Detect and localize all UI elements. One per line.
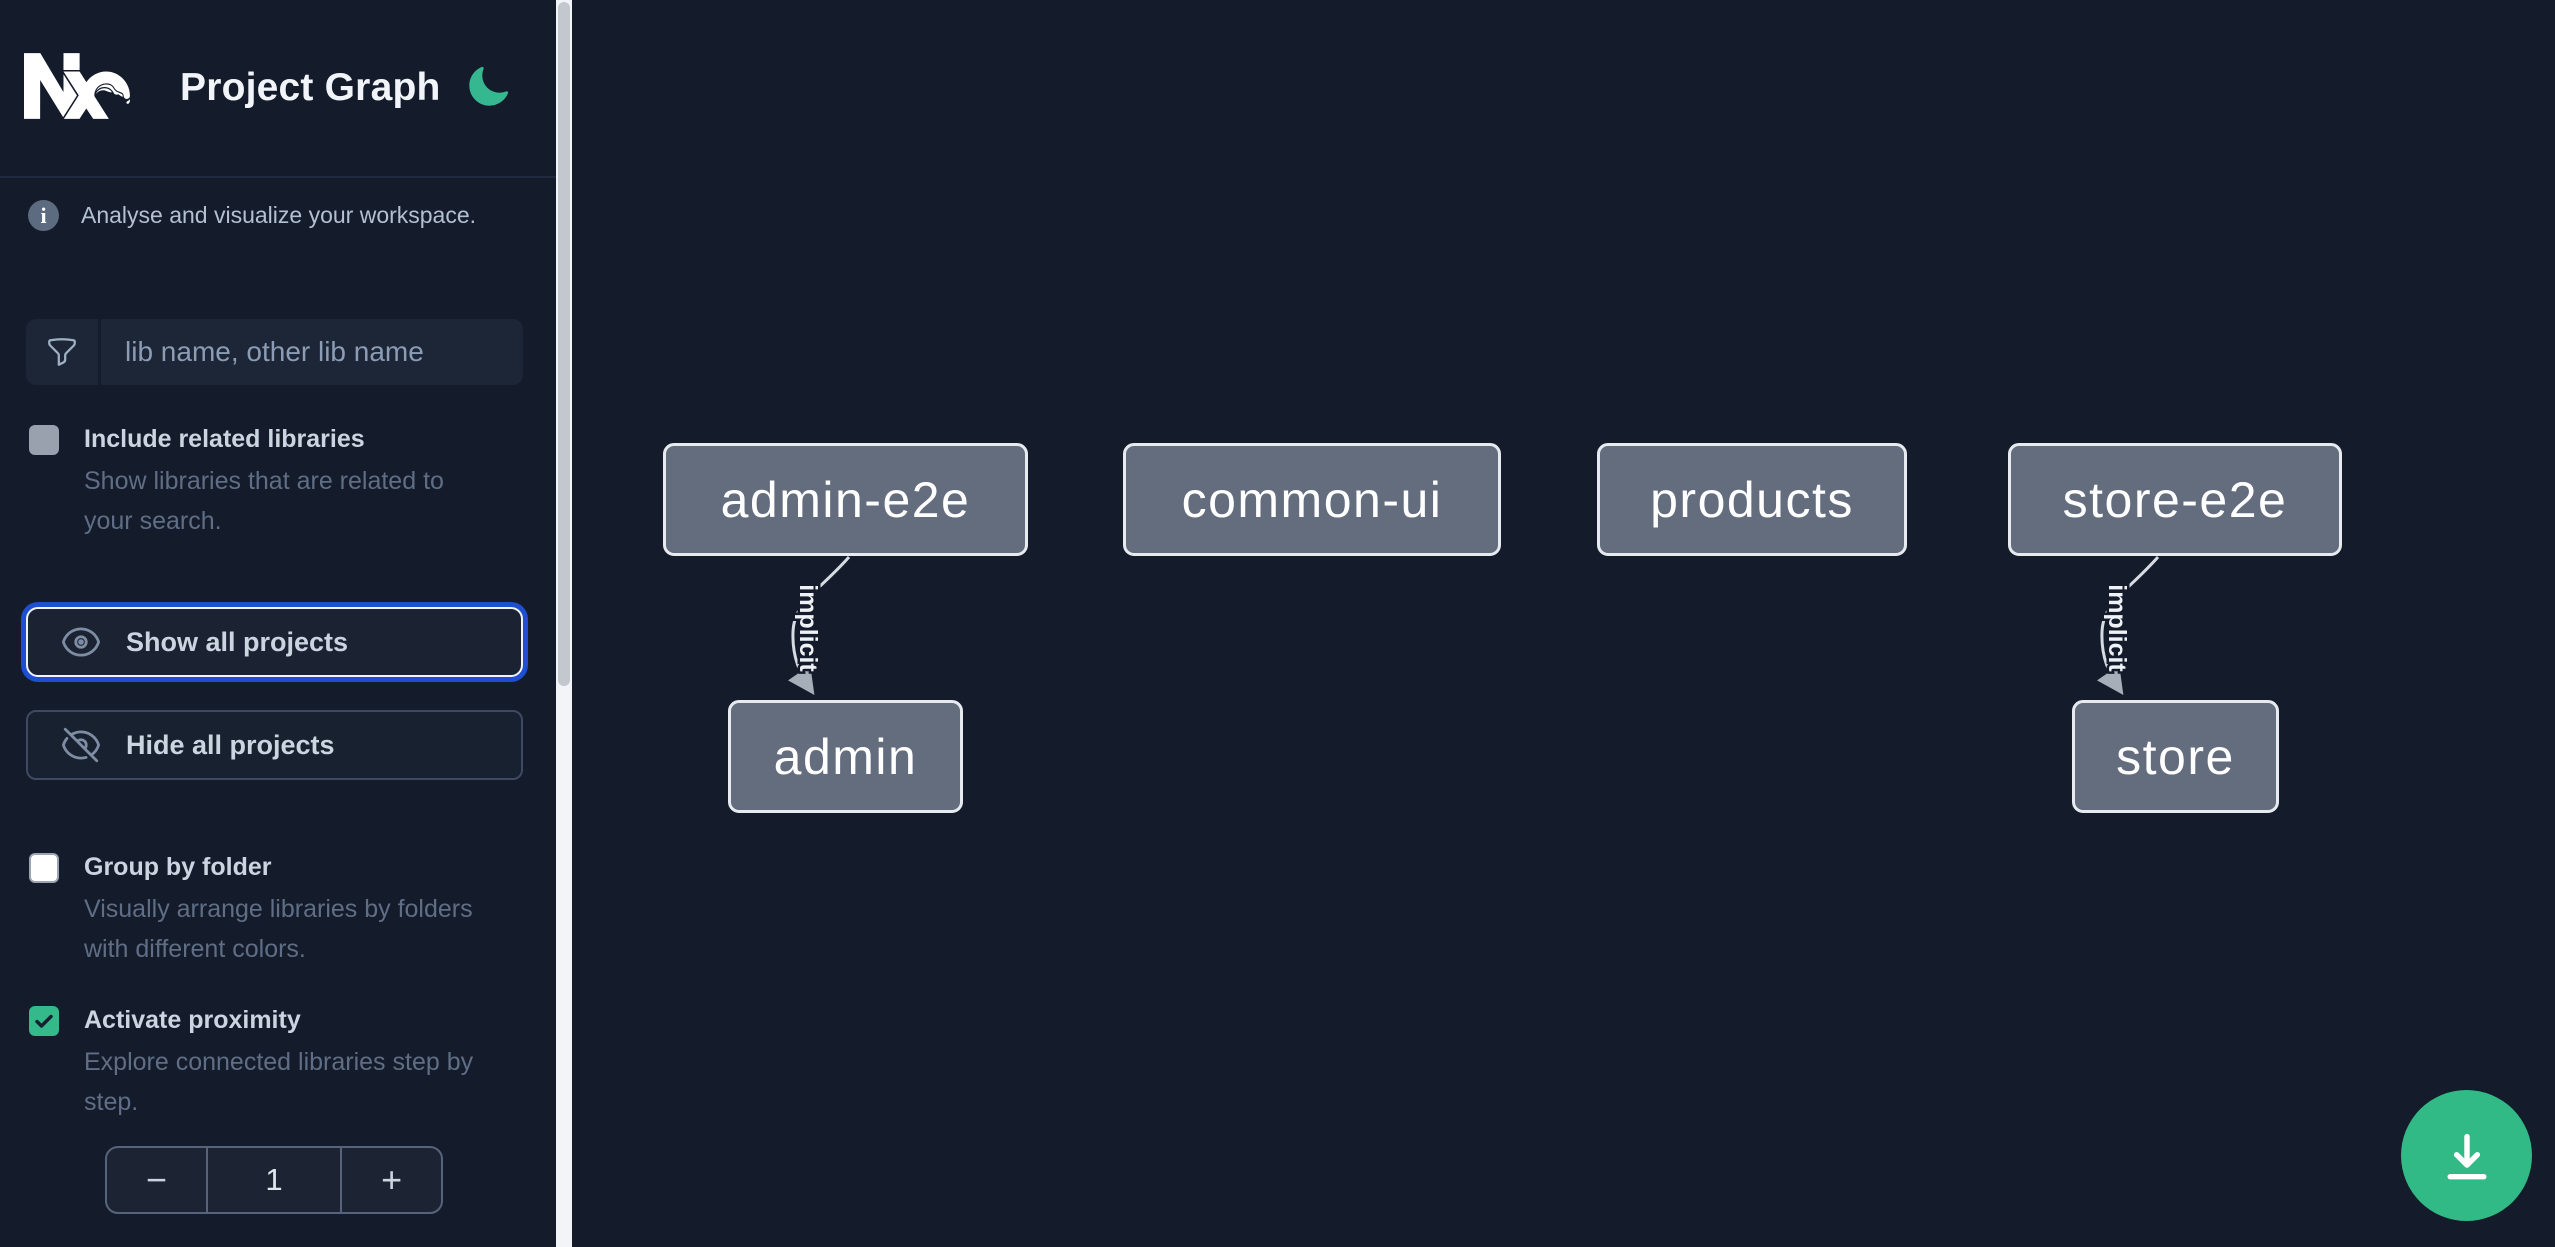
graph-node-products[interactable]: products — [1597, 443, 1907, 556]
sidebar-scrollbar-track[interactable] — [556, 0, 572, 1247]
edge-admin-e2e-admin: implicit — [787, 556, 851, 695]
activate-proximity-checkbox[interactable] — [29, 1006, 59, 1036]
header-divider — [0, 176, 556, 178]
eye-slash-icon — [61, 727, 101, 763]
theme-toggle-button[interactable] — [464, 64, 512, 112]
page-title: Project Graph — [180, 66, 441, 109]
button-label: Hide all projects — [126, 729, 335, 760]
proximity-depth-stepper: − 1 + — [105, 1146, 443, 1214]
option-label: Group by folder — [84, 853, 272, 881]
option-description: Explore connected libraries step by step… — [84, 1048, 474, 1116]
workspace-tagline-row: i Analyse and visualize your workspace. — [28, 200, 528, 231]
option-description: Visually arrange libraries by folders wi… — [84, 895, 473, 963]
option-include-related-libraries: Include related libraries Show libraries… — [29, 424, 509, 541]
filter-input[interactable] — [101, 319, 523, 385]
include-related-checkbox[interactable] — [29, 425, 59, 455]
graph-node-store-e2e[interactable]: store-e2e — [2008, 443, 2342, 556]
edge-path[interactable] — [2096, 556, 2160, 695]
eye-icon — [62, 627, 100, 657]
filter-box — [26, 319, 523, 385]
nx-logo — [24, 53, 130, 119]
graph-node-store[interactable]: store — [2072, 700, 2279, 813]
download-icon — [2446, 1133, 2487, 1179]
option-group-by-folder: Group by folder Visually arrange librari… — [29, 852, 509, 969]
group-by-folder-checkbox[interactable] — [29, 853, 59, 883]
increment-button[interactable]: + — [342, 1148, 441, 1212]
filter-icon-cell — [26, 319, 98, 385]
option-label: Activate proximity — [84, 1006, 301, 1034]
decrement-button[interactable]: − — [107, 1148, 206, 1212]
checkmark-icon — [35, 1014, 53, 1028]
graph-node-admin-e2e[interactable]: admin-e2e — [663, 443, 1028, 556]
graph-node-admin[interactable]: admin — [728, 700, 963, 813]
option-description: Show libraries that are related to your … — [84, 467, 444, 535]
option-label: Include related libraries — [84, 425, 365, 453]
workspace-tagline: Analyse and visualize your workspace. — [81, 202, 477, 228]
edge-label-implicit: implicit — [2103, 584, 2131, 672]
edge-path[interactable] — [787, 556, 851, 695]
info-icon: i — [28, 200, 59, 231]
sidebar-scrollbar-thumb[interactable] — [558, 2, 570, 686]
proximity-depth-value: 1 — [205, 1148, 343, 1212]
option-activate-proximity: Activate proximity Explore connected lib… — [29, 1005, 509, 1122]
download-graph-button[interactable] — [2401, 1090, 2532, 1221]
funnel-icon — [48, 338, 76, 366]
sidebar: Project Graph i Analyse and visualize yo… — [0, 0, 556, 1247]
moon-icon — [469, 66, 509, 106]
button-label: Show all projects — [126, 626, 349, 657]
hide-all-projects-button[interactable]: Hide all projects — [26, 710, 523, 780]
edge-store-e2e-store: implicit — [2096, 556, 2160, 695]
sidebar-header: Project Graph — [0, 0, 556, 176]
graph-node-common-ui[interactable]: common-ui — [1123, 443, 1501, 556]
show-all-projects-button[interactable]: Show all projects — [26, 607, 523, 677]
edge-label-implicit: implicit — [794, 584, 822, 672]
